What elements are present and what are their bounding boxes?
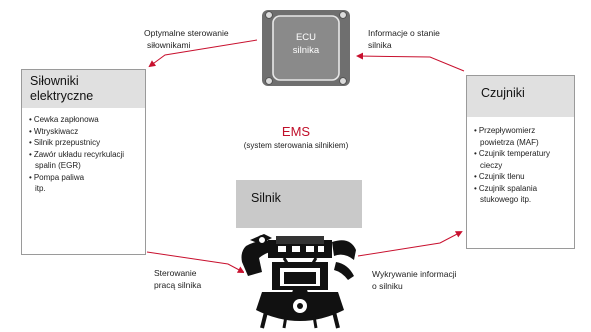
actuators-list-item: Cewka zapłonowa [28, 114, 139, 126]
sensors-list-item: Czujnik tlenu [473, 171, 568, 183]
sensors-list: Przepływomierz powietrza (MAF) Czujnik t… [467, 117, 574, 212]
actuators-box: Siłowniki elektryczne Cewka zapłonowa Wt… [21, 69, 146, 255]
sensors-list-item: Przepływomierz powietrza (MAF) [473, 125, 568, 148]
arrow-actuators-to-engine [146, 251, 245, 273]
actuators-title: Siłowniki elektryczne [22, 70, 145, 108]
engine-title: Silnik [251, 191, 281, 205]
ecu-label-line2: silnika [292, 45, 320, 56]
ecu-chip-graphic [262, 10, 350, 86]
ems-center: EMS (system sterowania silnikiem) [221, 124, 371, 150]
label-optimal-line2: siłownikami [147, 40, 191, 50]
ecu-label: ECU silnika [276, 31, 336, 57]
label-optimal-control: Optymalne sterowanie siłownikami [144, 27, 229, 51]
label-optimal-line1: Optymalne sterowanie [144, 28, 229, 38]
arrow-engine-to-sensors [357, 231, 463, 257]
sensors-title: Czujniki [467, 76, 574, 117]
arrow-ecu-to-actuators [148, 39, 258, 68]
ecu-label-line1: ECU [295, 32, 317, 43]
arrow-sensors-to-ecu [356, 52, 465, 72]
actuators-title-line1: Siłowniki [30, 74, 79, 88]
label-control-line1: Sterowanie [154, 268, 197, 278]
sensors-list-item: Czujnik spalania stukowego itp. [473, 183, 568, 206]
actuators-list-item: Silnik przepustnicy [28, 137, 139, 149]
label-detect-line1: Wykrywanie informacji [372, 269, 457, 279]
sensors-box: Czujniki Przepływomierz powietrza (MAF) … [466, 75, 575, 249]
label-control-line2: pracą silnika [154, 280, 202, 290]
actuators-list-item: Pompa paliwa itp. [28, 172, 139, 195]
ems-subtitle: (system sterowania silnikiem) [243, 141, 349, 150]
label-info-line1: Informacje o stanie [368, 28, 440, 38]
label-engine-state-info: Informacje o stanie silnika [368, 27, 440, 51]
label-info-line2: silnika [368, 40, 392, 50]
engine-graphic [236, 180, 362, 329]
actuators-list-item: Wtryskiwacz [28, 126, 139, 138]
sensors-list-item: Czujnik temperatury cieczy [473, 148, 568, 171]
label-engine-detection: Wykrywanie informacji o silniku [372, 268, 456, 292]
actuators-list: Cewka zapłonowa Wtryskiwacz Silnik przep… [22, 108, 145, 201]
label-engine-control: Sterowanie pracą silnika [154, 267, 201, 291]
actuators-list-item: Zawór układu recyrkulacji spalin (EGR) [28, 149, 139, 172]
label-detect-line2: o silniku [372, 281, 403, 291]
ems-title: EMS [281, 124, 311, 139]
actuators-title-line2: elektryczne [30, 89, 94, 103]
